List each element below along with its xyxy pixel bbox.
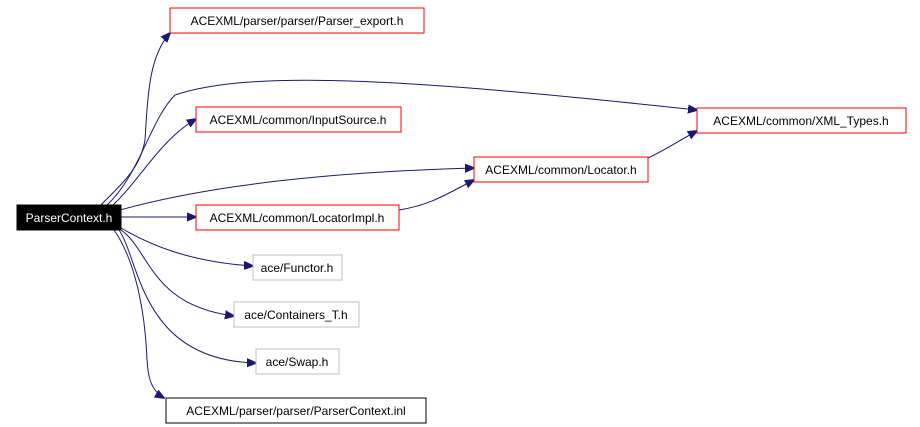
edge-root-to-inputsource — [111, 119, 196, 207]
node-containers[interactable]: ace/Containers_T.h — [233, 301, 360, 328]
node-label: ace/Functor.h — [261, 261, 334, 275]
node-label: ACEXML/parser/parser/ParserContext.inl — [186, 404, 405, 418]
node-label: ace/Swap.h — [266, 355, 329, 369]
edge-root-to-locator — [119, 168, 474, 211]
edge-layer — [99, 33, 697, 398]
edge-root-to-swap — [118, 229, 256, 363]
node-root[interactable]: ParserContext.h — [16, 204, 122, 231]
edge-locatorimpl-to-locator — [398, 180, 474, 211]
node-locator[interactable]: ACEXML/common/Locator.h — [473, 156, 649, 183]
node-parser-export[interactable]: ACEXML/parser/parser/Parser_export.h — [169, 7, 425, 34]
node-label: ACEXML/common/LocatorImpl.h — [210, 211, 385, 225]
node-locatorimpl[interactable]: ACEXML/common/LocatorImpl.h — [195, 204, 400, 231]
edge-root-to-containers — [120, 229, 234, 316]
node-layer: ParserContext.h ACEXML/parser/parser/Par… — [16, 7, 907, 424]
node-label: ACEXML/common/XML_Types.h — [713, 114, 888, 128]
node-parsercontext-inl[interactable]: ACEXML/parser/parser/ParserContext.inl — [165, 397, 427, 424]
node-functor[interactable]: ace/Functor.h — [252, 254, 343, 281]
edge-root-to-functor — [120, 227, 253, 266]
edge-root-to-parser-export — [99, 33, 170, 207]
node-label: ace/Containers_T.h — [244, 308, 347, 322]
node-label: ACEXML/common/Locator.h — [485, 163, 636, 177]
node-inputsource[interactable]: ACEXML/common/InputSource.h — [195, 106, 402, 133]
edge-locator-to-xml-types — [647, 131, 697, 159]
edge-root-to-xml-types — [105, 79, 697, 207]
node-label: ParserContext.h — [26, 211, 113, 225]
edge-root-to-parsercontext-inl — [113, 229, 164, 398]
node-swap[interactable]: ace/Swap.h — [255, 348, 340, 375]
node-label: ACEXML/common/InputSource.h — [210, 113, 387, 127]
node-xml-types[interactable]: ACEXML/common/XML_Types.h — [696, 107, 907, 134]
node-label: ACEXML/parser/parser/Parser_export.h — [191, 14, 404, 28]
